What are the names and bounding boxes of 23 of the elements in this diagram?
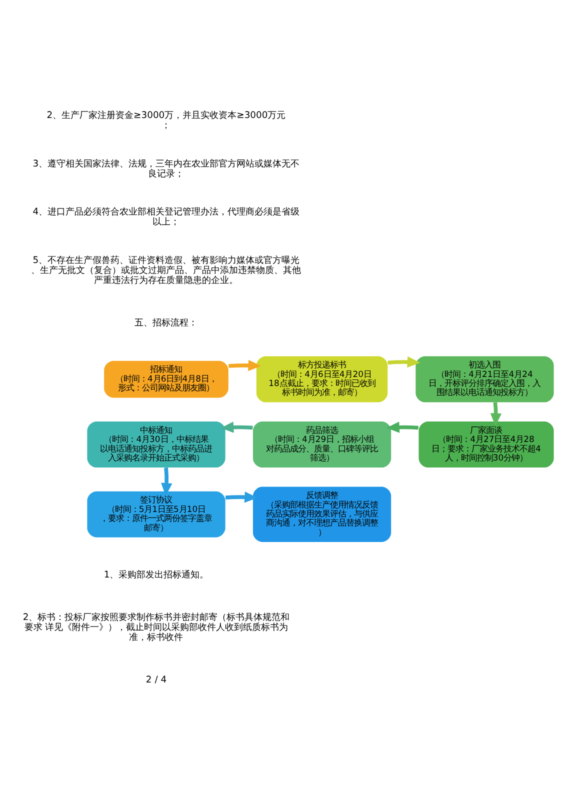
arrow bbox=[225, 492, 258, 503]
node-box: 招标通知 （时间：4月6日到4月8日，形式：公司网站及朋友圈） bbox=[104, 360, 228, 398]
label: 4、进口产品必须符合农业部相关登记管理办法，代理商必须是省级以上； bbox=[32, 206, 300, 228]
node-box: 初选入围 （时间：4月21日至4月24日，开标评分排序确定入围，入围结果以电话通知投标方） bbox=[416, 356, 554, 402]
label: 2、生产厂家注册资金≥3000万，并且实收资本≥3000万元； bbox=[46, 110, 286, 132]
arrow bbox=[490, 402, 502, 426]
label: 5、不存在生产假兽药、证件资料造假、被有影响力媒体或官方曝光、生产无批文（复合）或批文过期产品、产品中添加违禁物质、其他严重违法行为存在质量隐患的企业。 bbox=[31, 255, 302, 286]
arrow bbox=[228, 360, 262, 372]
arrow bbox=[386, 422, 419, 433]
label: 五、招标流程： bbox=[134, 318, 198, 329]
node-box: 签订协议 （时间：5月1日至5月10日，要求：原件一式两份签字盖章邮寄） bbox=[87, 491, 226, 538]
arrow bbox=[220, 422, 253, 433]
arrow bbox=[388, 356, 420, 368]
node-box: 反馈调整 （采购部根据生产使用情况反馈药品实际使用效果评估，与供应商沟通，对不理想产品替换调整） bbox=[252, 486, 392, 542]
label: 1、采购部发出招标通知。 bbox=[104, 569, 209, 580]
label: 3、遵守相关国家法律、法规，三年内在农业部官方网站或媒体无不良记录； bbox=[32, 158, 300, 180]
node-box: 厂家面谈 （时间：4月27日至4月28日；要求：厂家业务技术不超4人，时间控制30分钟） bbox=[418, 422, 554, 468]
label: 2、标书：投标厂家按照要求制作标书并密封邮寄（标书具体规范和要求 详见《附件一》），截止时间以采购部收件人收到纸质标书为准，标书收件 bbox=[22, 612, 290, 643]
node-box: 药品筛选 （时间：4月29日，招标小组对药品成分、质量、口碑等评比筛选） bbox=[252, 422, 392, 468]
node-box: 中标通知 （时间：4月30日，中标结果以电话通知投标方，中标药品进入采购名录开始正式采购） bbox=[87, 422, 226, 468]
node-box: 标方投递标书 （时间：4月6日至4月20日18点截止，要求：时间已收到标书时间为准，邮寄） bbox=[256, 356, 388, 402]
label: 2 / 4 bbox=[146, 674, 167, 686]
arrow bbox=[161, 467, 172, 496]
